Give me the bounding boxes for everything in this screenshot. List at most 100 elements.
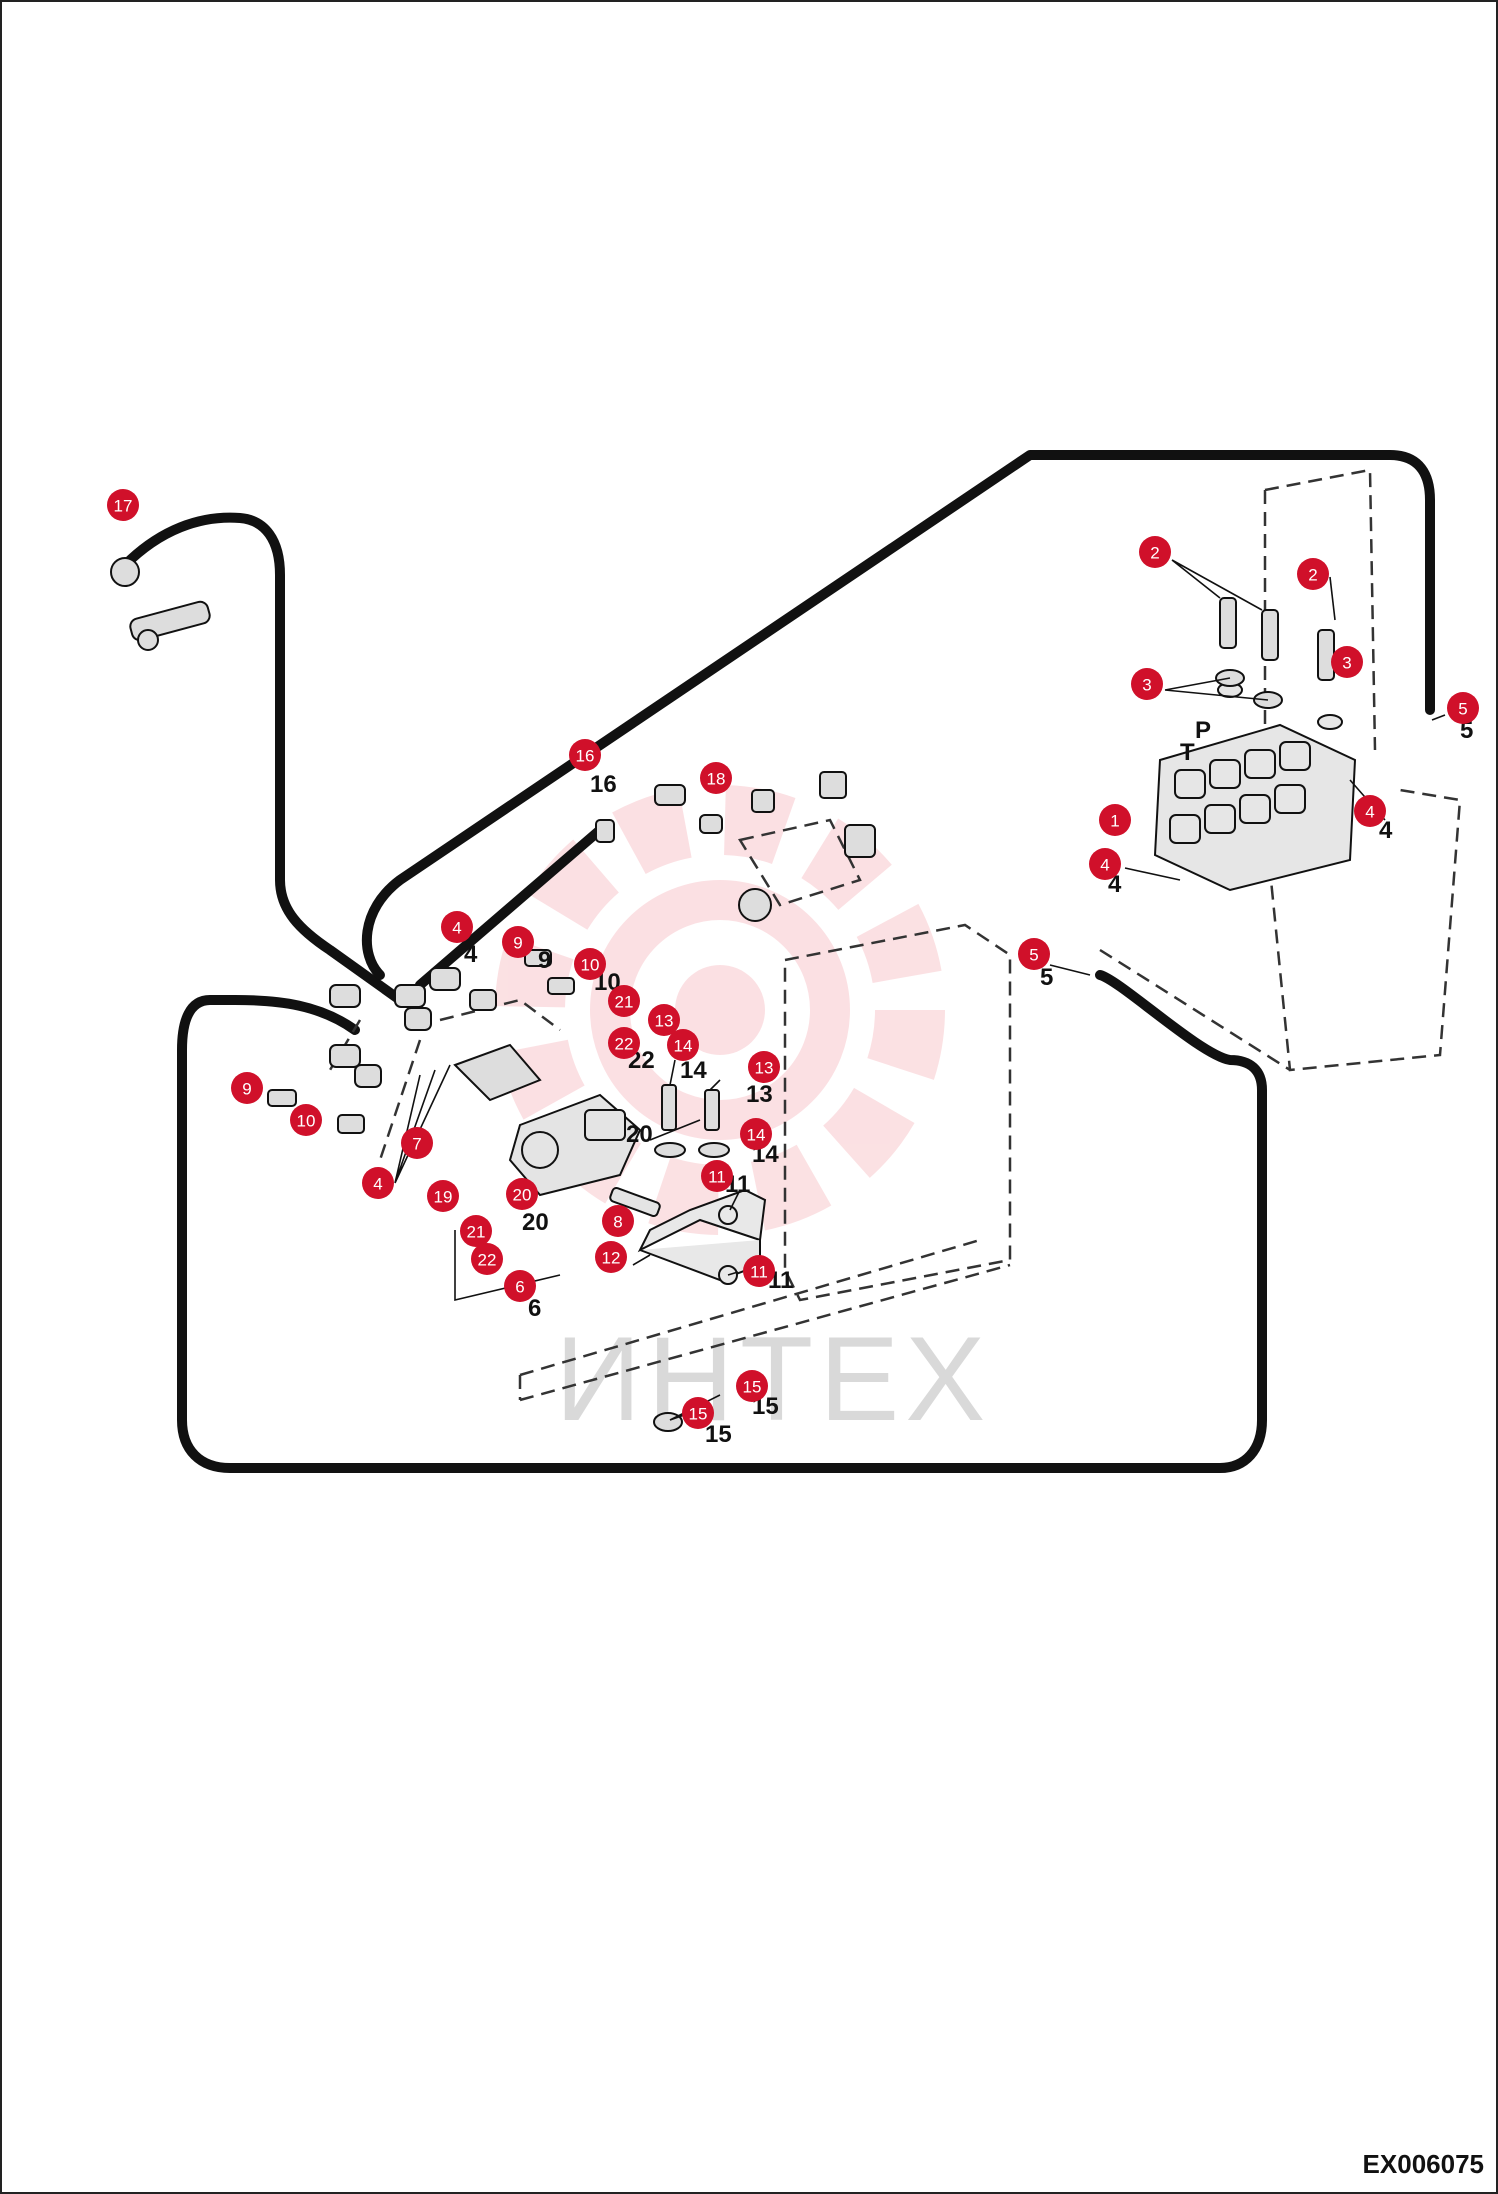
callout-4[interactable]: 4 bbox=[1089, 848, 1121, 880]
callout-number: 4 bbox=[373, 1175, 382, 1194]
callout-number: 4 bbox=[452, 919, 461, 938]
callout-badge bbox=[682, 1397, 714, 1429]
callout-number: 2 bbox=[1308, 566, 1317, 585]
callout-number: 17 bbox=[114, 497, 133, 516]
callout-number: 14 bbox=[747, 1126, 766, 1145]
callout-badge bbox=[471, 1243, 503, 1275]
port-label-t: T bbox=[1180, 739, 1195, 766]
callout-badge bbox=[1354, 795, 1386, 827]
left-hose-fittings bbox=[267, 949, 575, 1134]
callout-3[interactable]: 3 bbox=[1331, 646, 1363, 678]
part-label-9: 9 bbox=[538, 947, 551, 974]
mounting-bracket bbox=[637, 1188, 767, 1285]
bolts-and-washers bbox=[653, 1084, 730, 1432]
callout-7[interactable]: 7 bbox=[401, 1127, 433, 1159]
callout-9[interactable]: 9 bbox=[231, 1072, 263, 1104]
callout-4[interactable]: 4 bbox=[362, 1167, 394, 1199]
part-label-20: 20 bbox=[522, 1209, 549, 1236]
hose-bottom-loop bbox=[177, 970, 1267, 1473]
callout-number: 13 bbox=[755, 1059, 774, 1078]
callout-20[interactable]: 20 bbox=[506, 1178, 538, 1210]
callout-2[interactable]: 2 bbox=[1297, 558, 1329, 590]
part-label-20: 20 bbox=[626, 1121, 653, 1148]
callout-13[interactable]: 13 bbox=[748, 1051, 780, 1083]
callout-14[interactable]: 14 bbox=[740, 1118, 772, 1150]
callout-badge bbox=[290, 1104, 322, 1136]
callout-5[interactable]: 5 bbox=[1447, 692, 1479, 724]
callout-badge bbox=[460, 1215, 492, 1247]
callout-13[interactable]: 13 bbox=[648, 1004, 680, 1036]
part-label-13: 13 bbox=[746, 1081, 773, 1108]
part-label-4: 4 bbox=[1379, 817, 1393, 844]
center-fitting-cluster bbox=[595, 771, 876, 922]
callout-number: 16 bbox=[576, 747, 595, 766]
callout-badge bbox=[1131, 668, 1163, 700]
callout-2[interactable]: 2 bbox=[1139, 536, 1171, 568]
callout-badge bbox=[1331, 646, 1363, 678]
callout-number: 21 bbox=[467, 1223, 486, 1242]
callout-22[interactable]: 22 bbox=[471, 1243, 503, 1275]
part-label-6: 6 bbox=[528, 1295, 541, 1322]
part-label-14: 14 bbox=[680, 1057, 707, 1084]
callout-badge bbox=[427, 1180, 459, 1212]
callout-11[interactable]: 11 bbox=[701, 1160, 733, 1192]
callout-number: 4 bbox=[1100, 856, 1109, 875]
part-label-4: 4 bbox=[464, 941, 478, 968]
callout-badge bbox=[701, 1160, 733, 1192]
callout-badge bbox=[1099, 804, 1131, 836]
callout-15[interactable]: 15 bbox=[736, 1370, 768, 1402]
callout-number: 22 bbox=[615, 1035, 634, 1054]
callout-badge bbox=[1018, 938, 1050, 970]
port-label-p: P bbox=[1195, 717, 1211, 744]
callout-badge bbox=[107, 489, 139, 521]
callout-1[interactable]: 1 bbox=[1099, 804, 1131, 836]
callout-badge bbox=[441, 911, 473, 943]
callout-badge bbox=[743, 1255, 775, 1287]
callout-4[interactable]: 4 bbox=[441, 911, 473, 943]
callout-15[interactable]: 15 bbox=[682, 1397, 714, 1429]
callout-4[interactable]: 4 bbox=[1354, 795, 1386, 827]
callout-number: 7 bbox=[412, 1135, 421, 1154]
watermark-text: ИНТЕХ bbox=[555, 1312, 991, 1446]
callout-9[interactable]: 9 bbox=[502, 926, 534, 958]
callout-number: 1 bbox=[1110, 812, 1119, 831]
part-label-15: 15 bbox=[705, 1421, 732, 1448]
callout-3[interactable]: 3 bbox=[1131, 668, 1163, 700]
callout-number: 11 bbox=[750, 1263, 768, 1282]
fitting-block-outline bbox=[738, 818, 862, 907]
callout-badge bbox=[504, 1270, 536, 1302]
callout-number: 11 bbox=[708, 1168, 726, 1187]
callout-badge bbox=[1139, 536, 1171, 568]
callout-21[interactable]: 21 bbox=[608, 985, 640, 1017]
callout-badge bbox=[736, 1370, 768, 1402]
diagram-code: EX006075 bbox=[1362, 2149, 1484, 2179]
tank-outline bbox=[783, 923, 1012, 1302]
callout-10[interactable]: 10 bbox=[574, 948, 606, 980]
hose-upper-left bbox=[120, 512, 405, 1005]
callout-number: 2 bbox=[1150, 544, 1159, 563]
callout-17[interactable]: 17 bbox=[107, 489, 139, 521]
control-valve-block bbox=[1153, 682, 1357, 892]
callout-22[interactable]: 22 bbox=[608, 1027, 640, 1059]
callout-19[interactable]: 19 bbox=[427, 1180, 459, 1212]
callout-21[interactable]: 21 bbox=[460, 1215, 492, 1247]
callout-14[interactable]: 14 bbox=[667, 1029, 699, 1061]
callout-12[interactable]: 12 bbox=[595, 1241, 627, 1273]
callout-number: 22 bbox=[478, 1251, 497, 1270]
callout-5[interactable]: 5 bbox=[1018, 938, 1050, 970]
callout-16[interactable]: 16 bbox=[569, 739, 601, 771]
callout-badge bbox=[502, 926, 534, 958]
callout-badge bbox=[608, 1027, 640, 1059]
callout-number: 14 bbox=[674, 1037, 693, 1056]
callout-11[interactable]: 11 bbox=[743, 1255, 775, 1287]
tee-fitting-top-left bbox=[110, 557, 211, 651]
callout-10[interactable]: 10 bbox=[290, 1104, 322, 1136]
callout-6[interactable]: 6 bbox=[504, 1270, 536, 1302]
callout-badge bbox=[648, 1004, 680, 1036]
callout-8[interactable]: 8 bbox=[602, 1205, 634, 1237]
callout-badge bbox=[401, 1127, 433, 1159]
callout-badge bbox=[602, 1205, 634, 1237]
callout-18[interactable]: 18 bbox=[700, 762, 732, 794]
